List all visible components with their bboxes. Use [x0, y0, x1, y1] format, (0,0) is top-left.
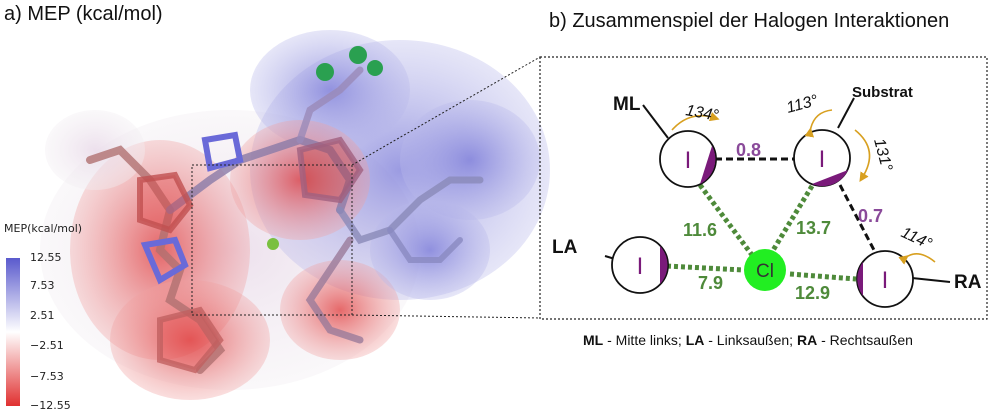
- chloride-ion: [744, 249, 786, 291]
- chloride-contacts: [666, 183, 857, 282]
- ra-symbol: I: [882, 267, 889, 294]
- legend-tick-4: −2.51: [30, 339, 64, 352]
- abbreviation-caption: ML - Mitte links; LA - Linksaußen; RA - …: [583, 332, 913, 348]
- distance-substrat-ra: 0.7: [858, 206, 883, 226]
- caption-ml-text: - Mitte links;: [603, 332, 686, 348]
- iodine-ml: [659, 130, 717, 188]
- legend-tick-5: −7.53: [30, 370, 64, 383]
- caption-ml-abbr: ML: [583, 332, 604, 348]
- substrat-ra-contact: [838, 184, 877, 253]
- caption-ra-abbr: RA: [796, 332, 818, 348]
- angle-ml: 134°: [684, 102, 720, 125]
- substrat-symbol: I: [819, 146, 826, 173]
- ra-bond: [911, 277, 951, 283]
- caption-la-text: - Linksaußen;: [704, 332, 797, 348]
- zoom-region-box: [191, 164, 353, 316]
- distance-ml-cl: 11.6: [683, 220, 717, 240]
- panel-b-title: b) Zusammenspiel der Halogen Interaktion…: [549, 10, 950, 32]
- zoom-connector-top: [351, 56, 541, 166]
- ml-bond: [642, 104, 669, 139]
- distance-ra-cl: 12.9: [795, 283, 830, 303]
- diagram-frame: [539, 56, 988, 320]
- caption-la-abbr: LA: [685, 332, 705, 348]
- mep-color-bar: [6, 258, 20, 406]
- zoom-connector-bottom: [351, 314, 541, 319]
- angle-substrat-left: 113°: [785, 92, 821, 117]
- legend-tick-6: −12.55: [30, 399, 71, 412]
- substrat-label: Substrat: [852, 84, 913, 101]
- distance-ml-substrat: 0.8: [736, 140, 761, 160]
- chloride-atom: [267, 238, 279, 250]
- legend-tick-2: 7.53: [30, 279, 55, 292]
- caption-ra-text: - Rechtsaußen: [817, 332, 913, 348]
- ml-label: ML: [613, 94, 641, 115]
- iodine-la: [611, 236, 669, 294]
- iodine-substrat: [793, 129, 851, 187]
- angle-substrat-right: 131°: [870, 137, 895, 174]
- ra-label: RA: [954, 272, 982, 293]
- la-label: LA: [552, 237, 578, 258]
- legend-title: MEP(kcal/mol): [4, 222, 83, 235]
- iodine-ra: [856, 250, 914, 308]
- ml-symbol: I: [685, 147, 692, 174]
- legend-tick-1: 12.55: [30, 251, 62, 264]
- la-symbol: I: [637, 253, 644, 280]
- legend-tick-3: 2.51: [30, 309, 55, 322]
- substrat-bond: [837, 97, 855, 129]
- cl-symbol: Cl: [756, 261, 774, 282]
- angle-ra: 114°: [898, 224, 935, 253]
- panel-a-title: a) MEP (kcal/mol): [4, 3, 163, 25]
- chlorine-spheres: [316, 46, 383, 81]
- molecule-sticks: [86, 66, 484, 374]
- distance-substrat-cl: 13.7: [796, 218, 831, 238]
- angle-arrows: [671, 109, 936, 265]
- distance-la-cl: 7.9: [698, 273, 723, 293]
